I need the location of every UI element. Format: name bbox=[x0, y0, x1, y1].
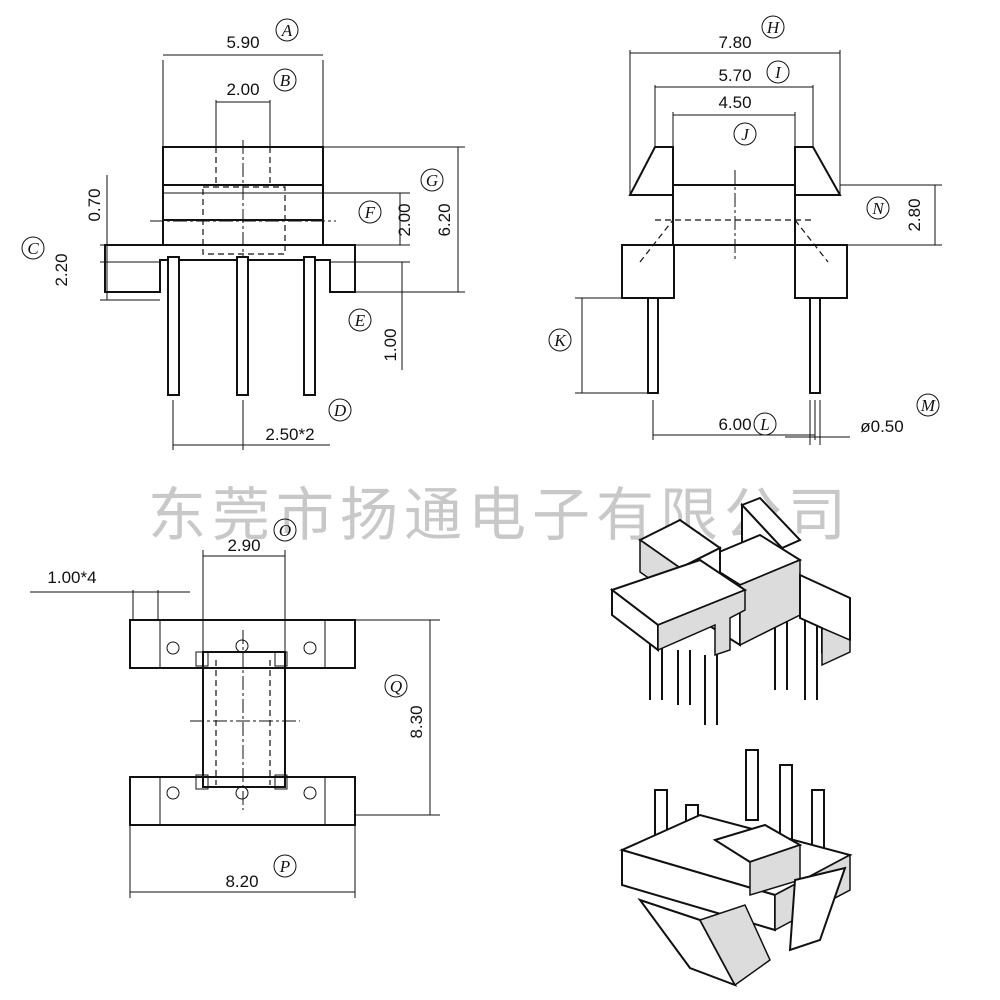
dim-E-label: E bbox=[354, 311, 366, 330]
dim-D-value: 2.50*2 bbox=[265, 425, 314, 444]
dim-P-label: P bbox=[279, 857, 290, 876]
side-pin-right bbox=[809, 297, 821, 394]
dim-C-value: 2.20 bbox=[52, 253, 71, 286]
dim-P-value: 8.20 bbox=[225, 872, 258, 891]
dim-F-label: F bbox=[364, 203, 376, 222]
dim-E-value: 1.00 bbox=[381, 328, 400, 361]
dim-H-label: H bbox=[766, 18, 781, 37]
front-pin-left bbox=[167, 256, 180, 396]
top-view: 2.90 O 1.00*4 8.30 Q 8.20 P bbox=[30, 518, 440, 898]
top-core bbox=[202, 651, 286, 788]
pin-hole bbox=[235, 639, 249, 653]
side-view: 7.80 H 5.70 I 4.50 J 2.80 N K 6.00 bbox=[548, 15, 942, 445]
pin-hole bbox=[166, 786, 180, 800]
side-right-wing bbox=[794, 146, 842, 196]
dim-K-label: K bbox=[553, 331, 567, 350]
dim-A-value: 5.90 bbox=[226, 33, 259, 52]
dim-M-label: M bbox=[920, 396, 936, 415]
dim-O-label: O bbox=[279, 521, 291, 540]
dim-L-label: L bbox=[759, 415, 769, 434]
dim-N-value: 2.80 bbox=[905, 198, 924, 231]
dim-N-label: N bbox=[871, 199, 885, 218]
dim-Q-value: 8.30 bbox=[407, 705, 426, 738]
pin-hole bbox=[303, 641, 317, 655]
front-view: 5.90 A 2.00 B 0.70 2.20 C 2.00 F 6.20 G bbox=[21, 18, 465, 450]
dim-Q-label: Q bbox=[390, 677, 402, 696]
front-pin-center bbox=[236, 256, 249, 396]
isometric-view-upper bbox=[609, 496, 851, 725]
side-core bbox=[672, 184, 796, 246]
side-foot-left bbox=[621, 244, 675, 299]
dim-pins-value: 1.00*4 bbox=[47, 568, 96, 587]
top-upper-flange bbox=[129, 619, 356, 669]
side-pin-left bbox=[647, 297, 659, 394]
dim-A-label: A bbox=[281, 21, 293, 40]
dim-I-value: 5.70 bbox=[718, 66, 751, 85]
front-pin-right bbox=[303, 256, 316, 396]
dim-C-label: C bbox=[27, 239, 39, 258]
dim-O-value: 2.90 bbox=[227, 536, 260, 555]
dim-I-label: I bbox=[774, 63, 782, 82]
side-left-wing bbox=[628, 146, 674, 196]
dim-B-label: B bbox=[280, 71, 291, 90]
dim-H-value: 7.80 bbox=[718, 33, 751, 52]
dim-G-value: 6.20 bbox=[435, 203, 454, 236]
dim-0-70-value: 0.70 bbox=[85, 188, 104, 221]
front-base-flange bbox=[104, 244, 356, 293]
dim-B-value: 2.00 bbox=[226, 80, 259, 99]
watermark-text: 东莞市扬通电子有限公司 bbox=[148, 481, 852, 549]
pin-hole bbox=[235, 786, 249, 800]
dim-G-label: G bbox=[426, 171, 438, 190]
dim-D-label: D bbox=[333, 401, 347, 420]
pin-hole bbox=[166, 641, 180, 655]
isometric-view-lower bbox=[619, 749, 853, 987]
dim-J-label: J bbox=[741, 125, 750, 144]
pin-hole bbox=[303, 786, 317, 800]
dim-M-value: ø0.50 bbox=[860, 417, 903, 436]
dim-L-value: 6.00 bbox=[718, 415, 751, 434]
dim-F-value: 2.00 bbox=[395, 203, 414, 236]
dim-J-value: 4.50 bbox=[718, 93, 751, 112]
